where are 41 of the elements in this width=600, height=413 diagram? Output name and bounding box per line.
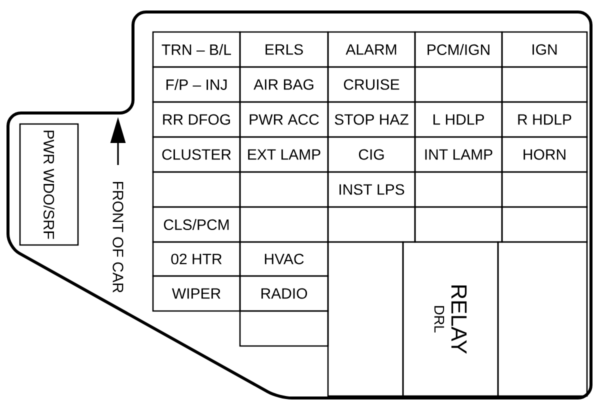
empty-slot: [152, 171, 241, 208]
fuse-slot: ERLS: [239, 31, 329, 68]
empty-slot: [501, 206, 588, 243]
fuse-slot: PCM/IGN: [414, 31, 503, 68]
empty-slot: [414, 171, 503, 208]
empty-slot: [501, 171, 588, 208]
fuse-slot: R HDLP: [501, 101, 588, 138]
empty-slot: [327, 206, 416, 243]
fuse-slot: ALARM: [327, 31, 416, 68]
fuse-slot: EXT LAMP: [239, 136, 329, 173]
empty-slot: [239, 206, 329, 243]
fuse-slot: 02 HTR: [152, 241, 241, 277]
empty-slot: [327, 241, 404, 397]
fuse-slot: TRN – B/L: [152, 31, 241, 68]
fuse-slot: CIG: [327, 136, 416, 173]
fuse-slot: IGN: [501, 31, 588, 68]
fuse-slot: INT LAMP: [414, 136, 503, 173]
fuse-slot: RR DFOG: [152, 101, 241, 138]
fuse-box-outline: [6, 10, 592, 400]
direction-label: FRONT OF CAR: [112, 182, 124, 293]
fuse-slot: AIR BAG: [239, 66, 329, 103]
empty-slot: [239, 310, 329, 347]
fuse-slot: RADIO: [239, 275, 329, 312]
fuse-slot: STOP HAZ: [327, 101, 416, 138]
empty-slot: [501, 66, 588, 103]
empty-slot: [239, 171, 329, 208]
fuse-slot: PWR WDO/SRF: [19, 123, 79, 246]
fuse-slot: PWR ACC: [239, 101, 329, 138]
fuse-slot: L HDLP: [414, 101, 503, 138]
fuse-slot: CRUISE: [327, 66, 416, 103]
fuse-slot: HVAC: [239, 241, 329, 277]
relay-slot: RELAY DRL: [402, 241, 499, 397]
fuse-slot: HORN: [501, 136, 588, 173]
fuse-slot: WIPER: [152, 275, 241, 312]
empty-slot: [414, 206, 503, 243]
empty-slot: [414, 66, 503, 103]
fuse-slot: CLUSTER: [152, 136, 241, 173]
fuse-slot: INST LPS: [327, 171, 416, 208]
fuse-slot: F/P – INJ: [152, 66, 241, 103]
fuse-slot: CLS/PCM: [152, 206, 241, 243]
empty-slot: [497, 241, 588, 397]
